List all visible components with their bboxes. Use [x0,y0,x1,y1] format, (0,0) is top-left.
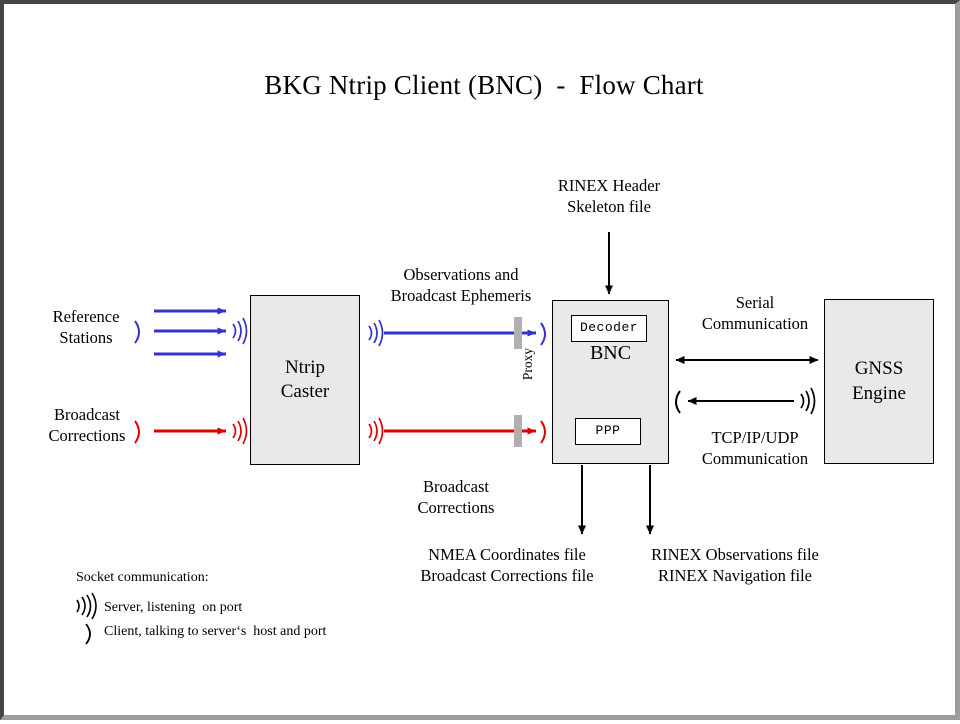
page-title: BKG Ntrip Client (BNC) - Flow Chart [264,70,704,100]
label-tcpip-communication: TCP/IP/UDP Communication [701,428,809,468]
node-gnss-engine-line1: GNSS [854,358,904,380]
server-socket-icon-caster-out-red [368,417,384,445]
legend-client-text: Client, talking to server‘s host and por… [104,624,327,639]
label-proxy: Proxy [520,347,535,381]
label-rinex-header-skeleton: RINEX Header Skeleton file [557,176,661,216]
node-gnss-engine[interactable]: GNSS Engine [824,299,934,464]
flowchart-canvas: BKG Ntrip Client (BNC) - Flow Chart Refe… [4,4,960,724]
node-ntrip-caster-line1: Ntrip [284,356,326,378]
node-bnc-title: BNC [589,342,632,364]
legend-server-text: Server, listening on port [104,600,243,615]
server-socket-icon-caster-out-blue [368,319,384,347]
label-reference-stations: Reference Stations [52,307,120,347]
label-output-rinex: RINEX Observations file RINEX Navigation… [651,545,819,585]
client-socket-icon-bnc-tcpip [675,390,681,414]
node-bnc[interactable]: Decoder BNC PPP [552,300,669,464]
label-serial-communication: Serial Communication [701,293,809,333]
legend-client-talking-icon [85,623,91,645]
legend-server-listening-icon [76,592,97,620]
server-socket-icon-caster-red [232,417,248,445]
node-gnss-engine-line2: Engine [852,382,906,404]
server-socket-icon-caster-blue [232,317,248,345]
legend-heading: Socket communication: [76,570,209,585]
node-bnc-ppp[interactable]: PPP [575,418,641,445]
label-observations-ephemeris: Observations and Broadcast Ephemeris [390,265,532,305]
node-bnc-decoder[interactable]: Decoder [571,315,647,342]
label-broadcast-corrections-stream: Broadcast Corrections [417,477,495,517]
node-ntrip-caster-line2: Caster [280,381,330,402]
reference-station-arrows [154,307,227,358]
node-ntrip-caster[interactable]: Ntrip Caster [250,295,360,465]
diagram-drawing-layer [76,232,819,645]
server-socket-icon-gnss [800,387,816,415]
label-output-nmea-broadcast: NMEA Coordinates file Broadcast Correcti… [420,545,594,585]
client-socket-icon-bnc-red [540,420,546,444]
proxy-bar-bottom [514,415,522,447]
label-broadcast-corrections-source: Broadcast Corrections [48,405,126,445]
client-socket-icon-bnc-blue [540,322,546,346]
